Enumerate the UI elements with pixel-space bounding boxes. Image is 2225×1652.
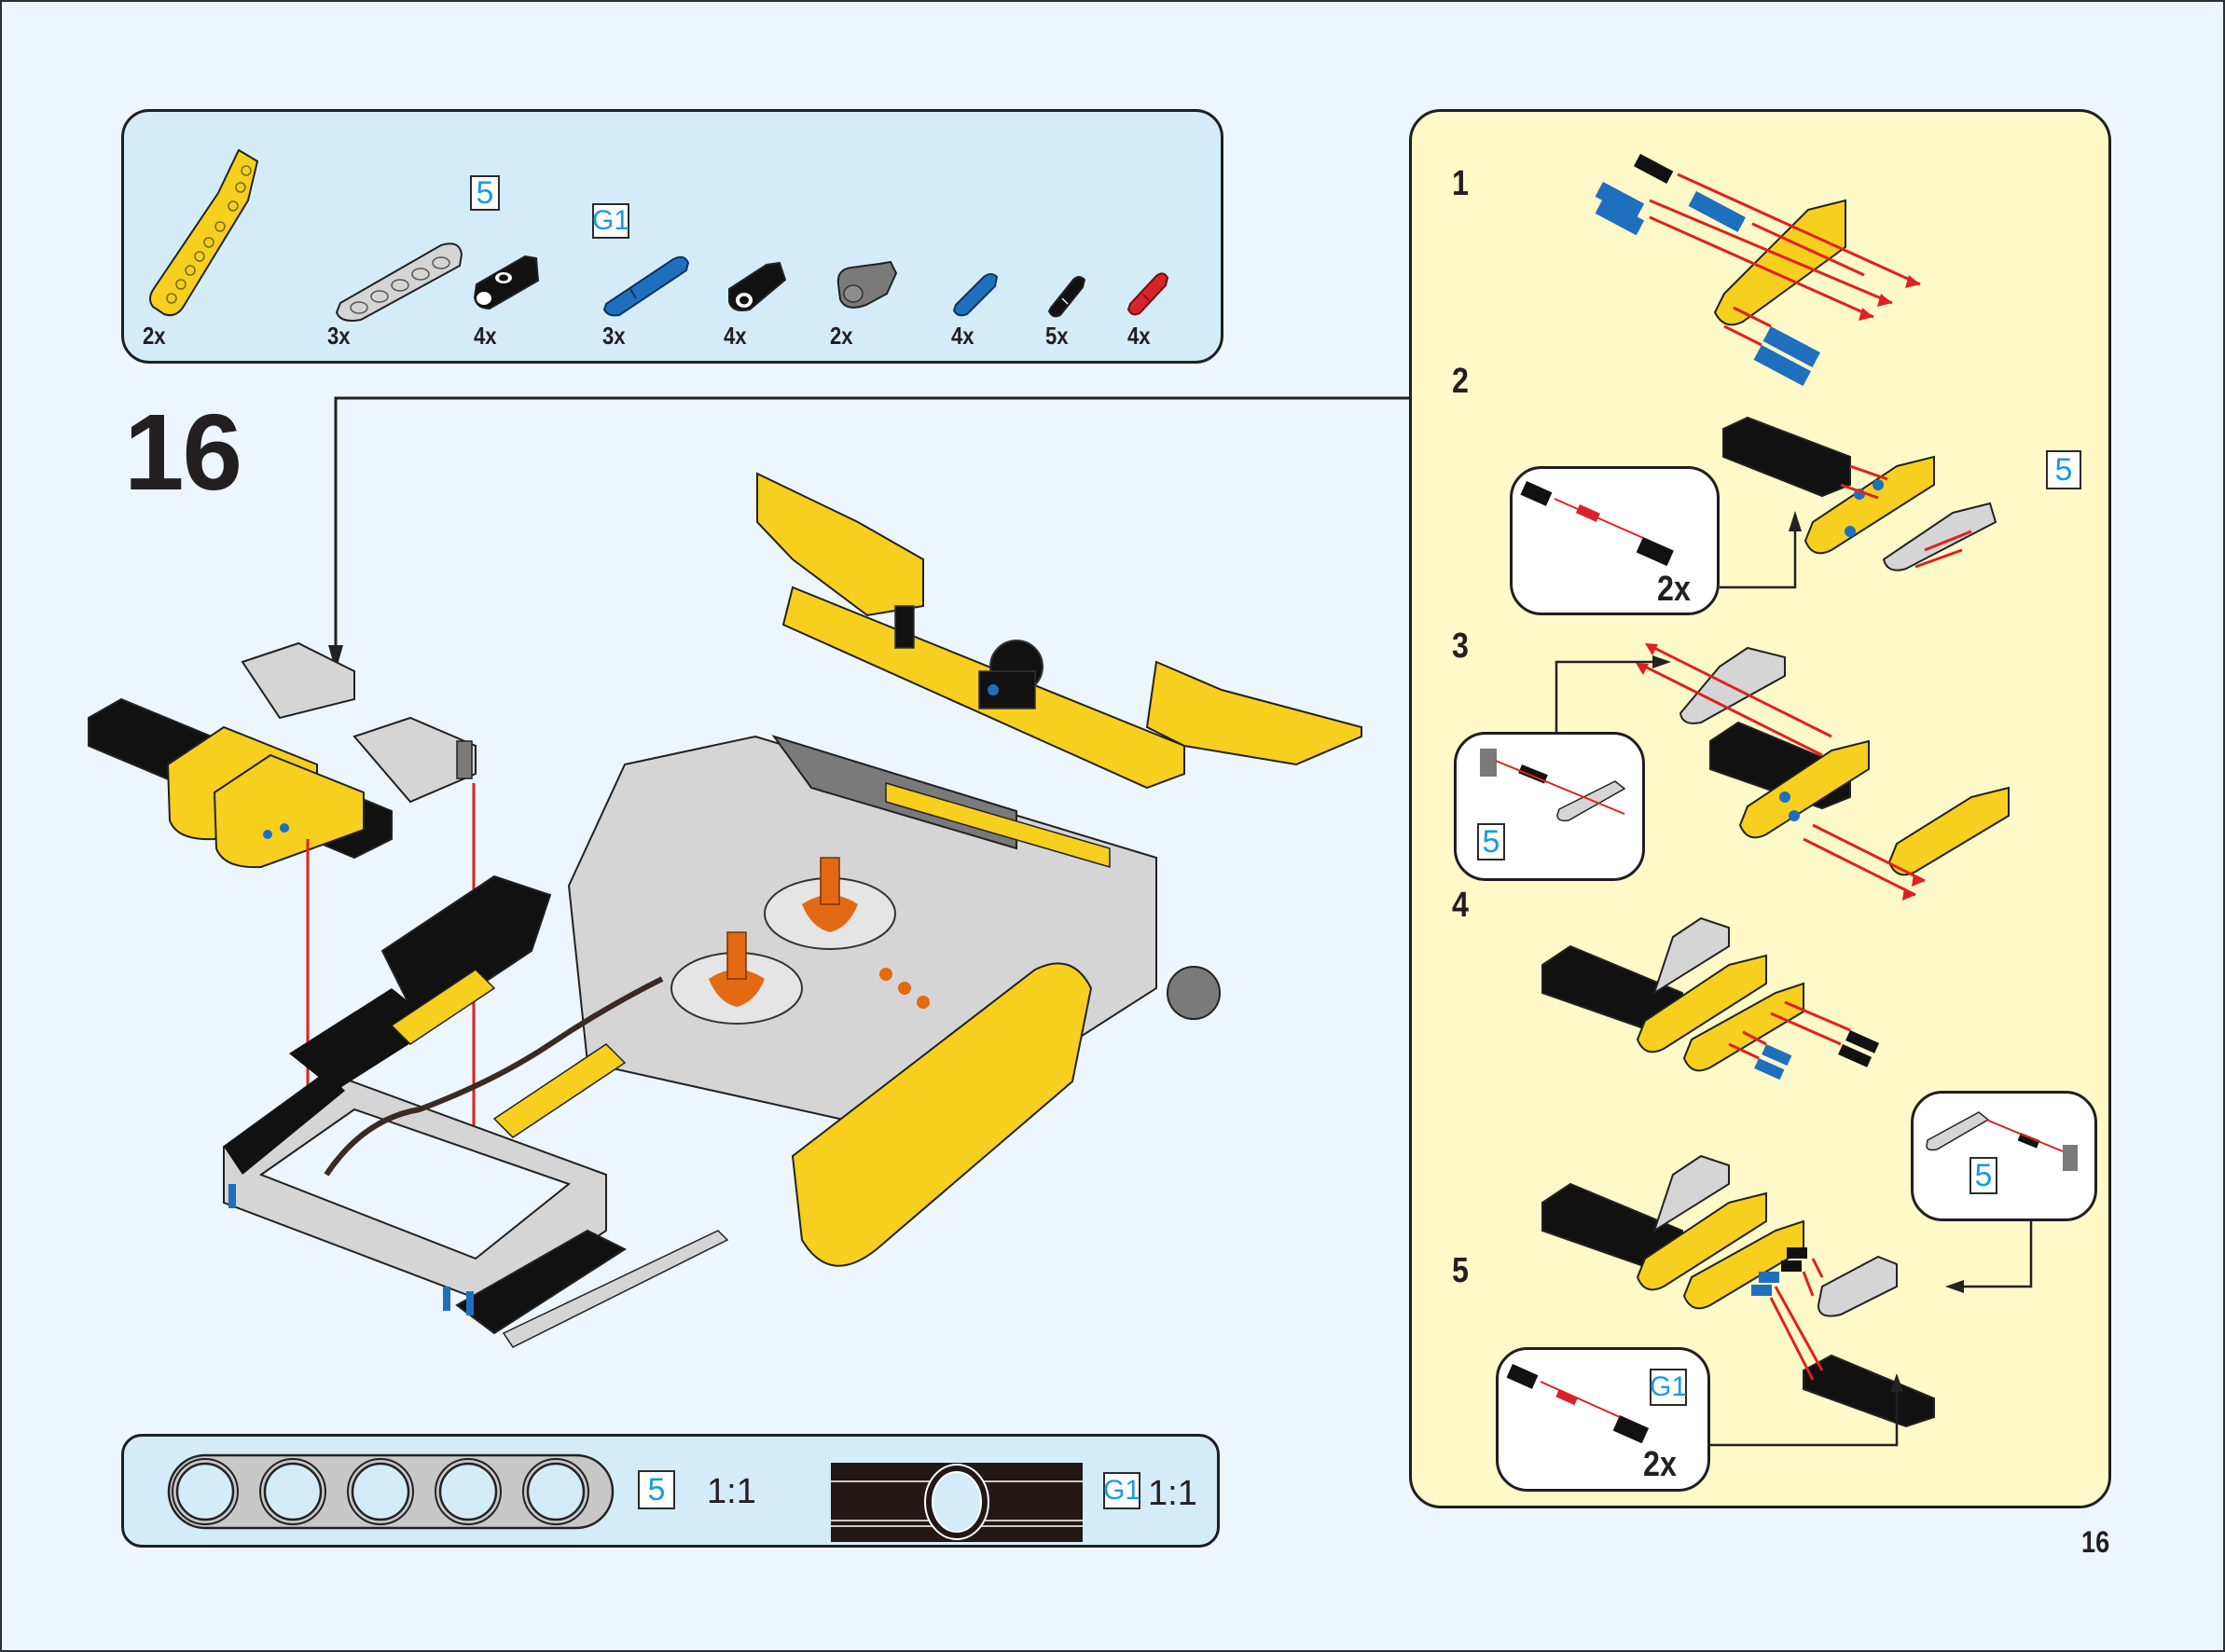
subassembly-illustration	[88, 641, 477, 869]
substep-2-label: 2	[1452, 362, 1469, 401]
callout-arrow	[1720, 511, 1802, 589]
main-model-illustration	[88, 472, 1362, 1348]
part-qty: 4x	[951, 322, 974, 350]
part-qty: 4x	[1127, 322, 1151, 350]
substep-4-callout: 5	[1911, 1091, 2097, 1221]
part-qty: 2x	[830, 322, 853, 350]
part-qty: 4x	[474, 322, 497, 350]
callout-qty: 2x	[1657, 570, 1691, 609]
substep-1-illustration	[1595, 154, 1921, 387]
ruler-reference-label: G1	[1103, 1472, 1140, 1509]
scale-ruler-panel: 5 1:1 G1 1:1	[121, 1434, 1220, 1548]
step-number: 16	[124, 392, 242, 513]
part-qty: 4x	[724, 322, 747, 350]
substep-2-callout: 2x	[1510, 466, 1720, 615]
ruler-scale-text: 1:1	[707, 1472, 756, 1511]
substep-5-callout: G1 2x	[1496, 1347, 1710, 1492]
part-qty: 3x	[602, 322, 626, 350]
substep-1-label: 1	[1452, 164, 1469, 203]
part-qty: 3x	[327, 322, 351, 350]
substep-2-reference-label: 5	[2046, 450, 2081, 489]
substep-3-illustration	[1636, 643, 2010, 901]
page-number: 16	[2081, 1525, 2110, 1559]
callout-arrow	[1945, 1221, 2033, 1293]
ruler-scale-text: 1:1	[1148, 1474, 1197, 1513]
part-yellow-bent-beam-icon	[149, 148, 259, 317]
connector-g1-ruler-icon	[831, 1463, 1083, 1542]
callout-qty: 2x	[1643, 1445, 1677, 1484]
beam-5-ruler-icon	[167, 1453, 615, 1530]
part-black-pin-connector-icon	[728, 261, 787, 311]
substep-4-illustration	[1541, 916, 1880, 1081]
substep-4-label: 4	[1452, 886, 1469, 925]
part-qty: 2x	[143, 322, 166, 350]
part-qty: 5x	[1045, 322, 1069, 350]
part-reference-label: 5	[470, 175, 500, 211]
callout-arrow	[1710, 1373, 1903, 1447]
substep-5-illustration	[1541, 1154, 1935, 1428]
substep-3-label: 3	[1452, 626, 1469, 666]
part-blue-pin-icon	[952, 273, 999, 317]
callout-parts-illustration	[1926, 1111, 2078, 1171]
part-reference-label: G1	[592, 203, 629, 239]
callout-reference-label: G1	[1650, 1369, 1687, 1406]
ruler-reference-label: 5	[638, 1470, 675, 1509]
part-black-friction-pin-icon	[1047, 276, 1086, 318]
substep-2-illustration	[1722, 416, 1997, 571]
substep-5-label: 5	[1452, 1251, 1469, 1290]
substep-3-callout: 5	[1454, 732, 1645, 881]
callout-arrow	[1555, 655, 1671, 732]
subassembly-panel: 1 2 5 2x	[1409, 109, 2111, 1508]
part-blue-long-pin-icon	[602, 255, 690, 317]
part-dark-gray-connector-icon	[836, 260, 898, 309]
callout-parts-illustration	[1506, 1364, 1650, 1444]
part-red-axle-icon	[1126, 272, 1169, 316]
part-light-gray-beam-icon	[335, 242, 463, 322]
parts-list-panel: 2x 3x 5 4x G1 3x 4x 2x 4x	[121, 109, 1223, 364]
callout-reference-label: 5	[1477, 823, 1505, 860]
callout-reference-label: 5	[1969, 1157, 1997, 1194]
callout-parts-illustration	[1480, 749, 1626, 822]
callout-parts-illustration	[1520, 481, 1674, 567]
part-black-connector-icon	[473, 255, 540, 310]
